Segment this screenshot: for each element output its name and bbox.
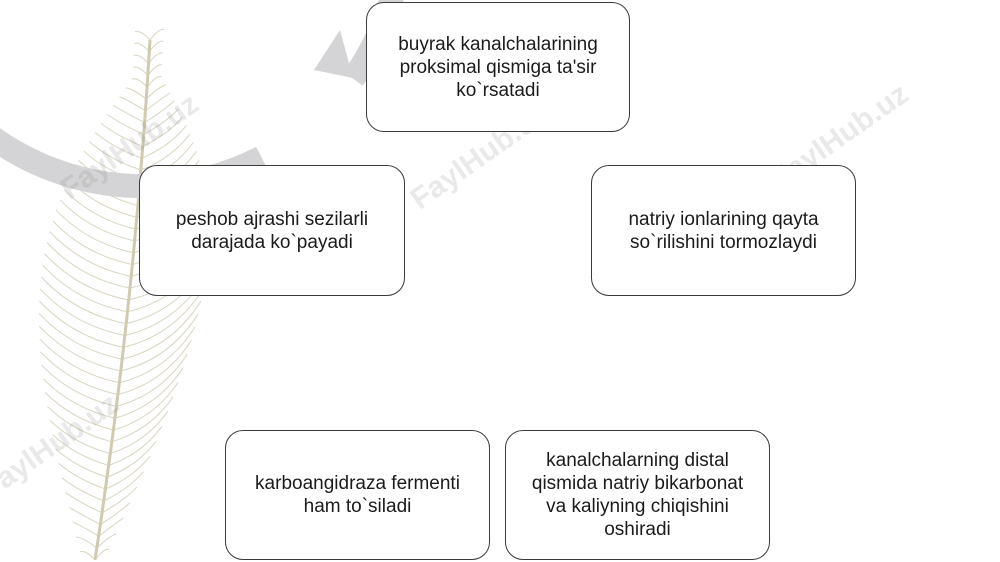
cycle-node-1-text: buyrak kanalchalarining proksimal qismig… <box>398 33 598 101</box>
feather-barb <box>145 92 171 112</box>
feather-barb <box>119 326 196 384</box>
cycle-arrowhead <box>314 30 353 78</box>
feather-barb <box>58 462 106 490</box>
feather-barb <box>46 242 131 289</box>
feather-barb <box>108 425 163 466</box>
cycle-node-5-text: peshob ajrashi sezilarli darajada ko`pay… <box>175 208 369 253</box>
feather-barb <box>148 52 163 64</box>
feather-barb <box>41 364 117 407</box>
feather-barb <box>119 96 146 112</box>
cycle-node-2: natriy ionlarining qayta so`rilishini to… <box>591 165 856 296</box>
cycle-arc <box>0 0 404 199</box>
feather-barb <box>101 486 138 514</box>
feather-barb <box>38 325 121 372</box>
feather-barb <box>122 300 202 360</box>
feather-barb <box>39 338 120 384</box>
feather-barb <box>120 313 199 372</box>
feather-barb <box>123 288 204 348</box>
cycle-node-1: buyrak kanalchalarining proksimal qismig… <box>366 2 630 132</box>
feather-barb <box>143 108 179 135</box>
feather-barb <box>133 54 149 64</box>
feather-barb <box>44 253 129 301</box>
feather-barb <box>145 84 166 100</box>
feather-barb <box>96 533 117 549</box>
feather-barb <box>49 231 132 277</box>
feather-barb <box>100 122 144 147</box>
feather-barb <box>42 378 116 419</box>
feather-barb <box>147 64 163 76</box>
feather-barb <box>142 116 183 147</box>
feather-barb <box>144 100 175 124</box>
feather-barb <box>116 353 188 407</box>
feather-barb <box>52 434 109 466</box>
feather-barb <box>79 550 96 561</box>
feather-barb <box>98 517 124 537</box>
feather-barb <box>125 87 147 100</box>
feather-barb <box>134 42 150 53</box>
feather-barb <box>47 405 113 443</box>
feather-barb <box>141 125 187 159</box>
cycle-node-3-text: kanalchalarning distal qismida natriy bi… <box>531 450 744 540</box>
feather-barb <box>44 392 114 431</box>
feather-barb <box>105 456 151 490</box>
feather-barb <box>134 30 151 41</box>
feather-barb <box>149 28 165 41</box>
feather-barb <box>68 506 101 525</box>
feather-barb <box>94 132 143 159</box>
feather-barb <box>113 105 145 124</box>
cycle-node-5: peshob ajrashi sezilarli darajada ko`pay… <box>139 165 405 296</box>
feather-barb <box>63 189 136 230</box>
feather-barb <box>42 264 128 313</box>
feather-barb <box>59 199 135 242</box>
feather-barb <box>94 548 110 561</box>
feather-barb <box>55 448 108 478</box>
feather-barb <box>49 420 111 455</box>
feather-barb <box>65 492 103 514</box>
feather-barb <box>132 66 149 76</box>
feather-barb <box>110 411 169 455</box>
feather-barb <box>113 381 179 431</box>
cycle-node-4: karboangidraza fermenti ham to`siladi <box>225 430 490 560</box>
feather-barb <box>103 471 144 502</box>
feather-barb <box>131 78 148 88</box>
feather-barb <box>146 76 162 88</box>
feather-barb <box>52 220 133 266</box>
feather-barb <box>106 440 157 478</box>
feather-barb <box>76 536 98 549</box>
cycle-node-2-text: natriy ionlarining qayta so`rilishini to… <box>628 208 819 253</box>
feather-barb <box>89 141 142 171</box>
feather-barb <box>38 313 123 360</box>
feather-barb <box>40 276 127 325</box>
feather-barb <box>55 209 134 254</box>
feather-barb <box>61 477 104 502</box>
cycle-node-3: kanalchalarning distal qismida natriy bi… <box>505 430 770 560</box>
feather-barb <box>100 502 131 525</box>
feather-barb <box>117 340 192 396</box>
cycle-node-4-text: karboangidraza fermenti ham to`siladi <box>255 473 460 517</box>
feather-barb <box>39 300 124 348</box>
feather-barb <box>40 351 119 396</box>
feather-barb <box>39 288 125 336</box>
feather-barb <box>148 40 164 53</box>
feather-barb <box>114 367 184 419</box>
feather-barb <box>106 113 144 136</box>
feather-barb <box>111 396 174 443</box>
feather-barb <box>72 521 99 537</box>
